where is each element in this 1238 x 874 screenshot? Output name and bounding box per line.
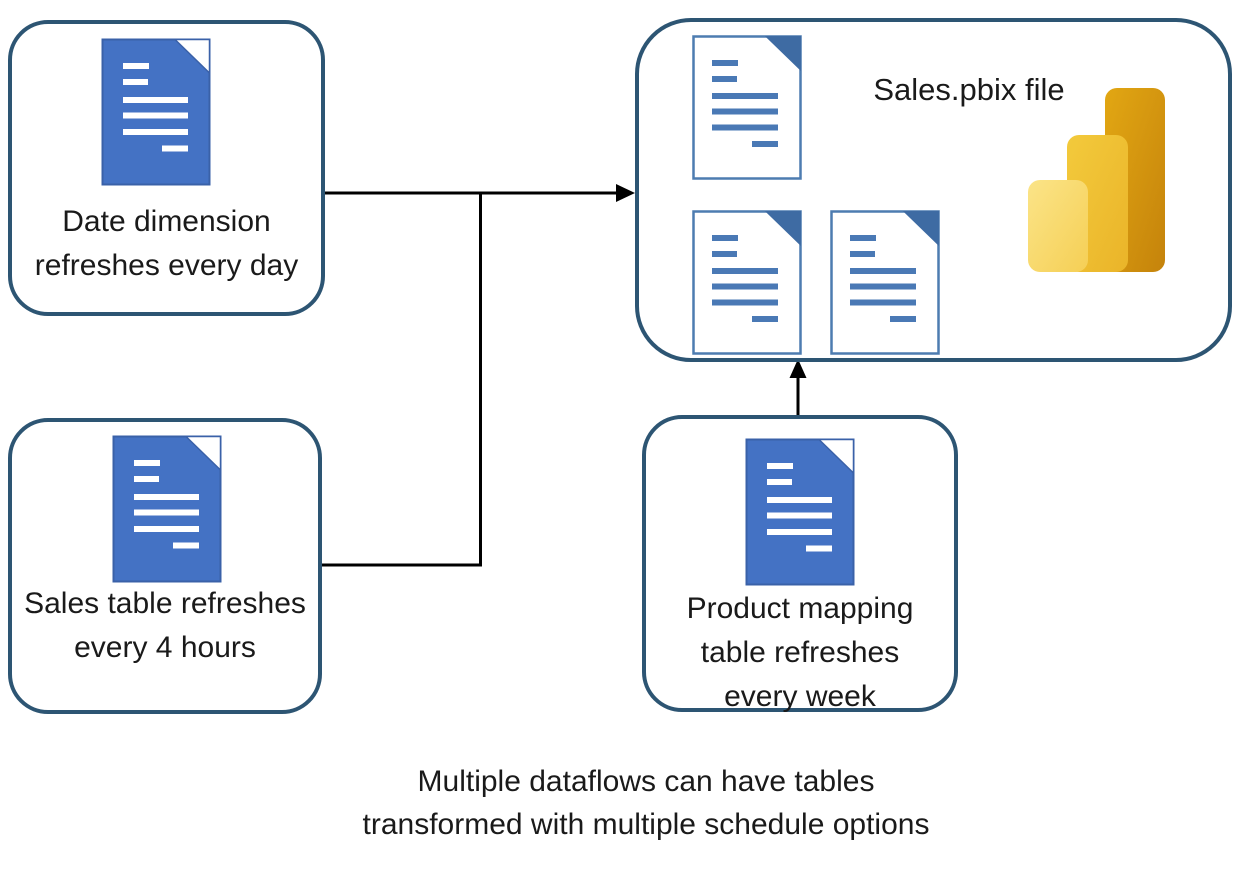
document-icon	[745, 438, 855, 586]
box-sales-pbix-file: Sales.pbix file	[635, 18, 1232, 362]
box-date-dimension-label: Date dimension refreshes every day	[12, 200, 321, 288]
label-line: every week	[724, 680, 876, 713]
box-sales-table: Sales table refreshes every 4 hours	[8, 418, 322, 714]
document-outline-icon	[830, 210, 940, 355]
arrowhead-right-icon	[616, 184, 635, 202]
document-outline-icon	[692, 210, 802, 355]
label-line: table refreshes	[700, 636, 900, 669]
pbix-file-title: Sales.pbix file	[873, 72, 1065, 107]
label-line: Date dimension	[62, 205, 271, 238]
box-sales-table-label: Sales table refreshes every 4 hours	[12, 582, 318, 670]
box-date-dimension: Date dimension refreshes every day	[8, 20, 325, 316]
power-bi-logo-icon	[1028, 88, 1165, 272]
diagram-caption: Multiple dataflows can have tables trans…	[146, 760, 1146, 846]
connector-sales-to-junction	[322, 193, 482, 567]
caption-line: transformed with multiple schedule optio…	[362, 808, 930, 841]
box-product-mapping-label: Product mapping table refreshes every we…	[646, 587, 954, 719]
document-icon	[112, 435, 222, 583]
document-outline-icon	[692, 35, 802, 180]
caption-line: Multiple dataflows can have tables	[417, 765, 875, 798]
label-line: Sales table refreshes	[24, 587, 306, 620]
label-line: every 4 hours	[74, 631, 256, 664]
arrowhead-up-icon	[789, 359, 807, 378]
label-line: refreshes every day	[34, 249, 299, 282]
box-product-mapping: Product mapping table refreshes every we…	[642, 415, 958, 713]
label-line: Product mapping	[686, 592, 914, 625]
document-icon	[101, 38, 211, 186]
